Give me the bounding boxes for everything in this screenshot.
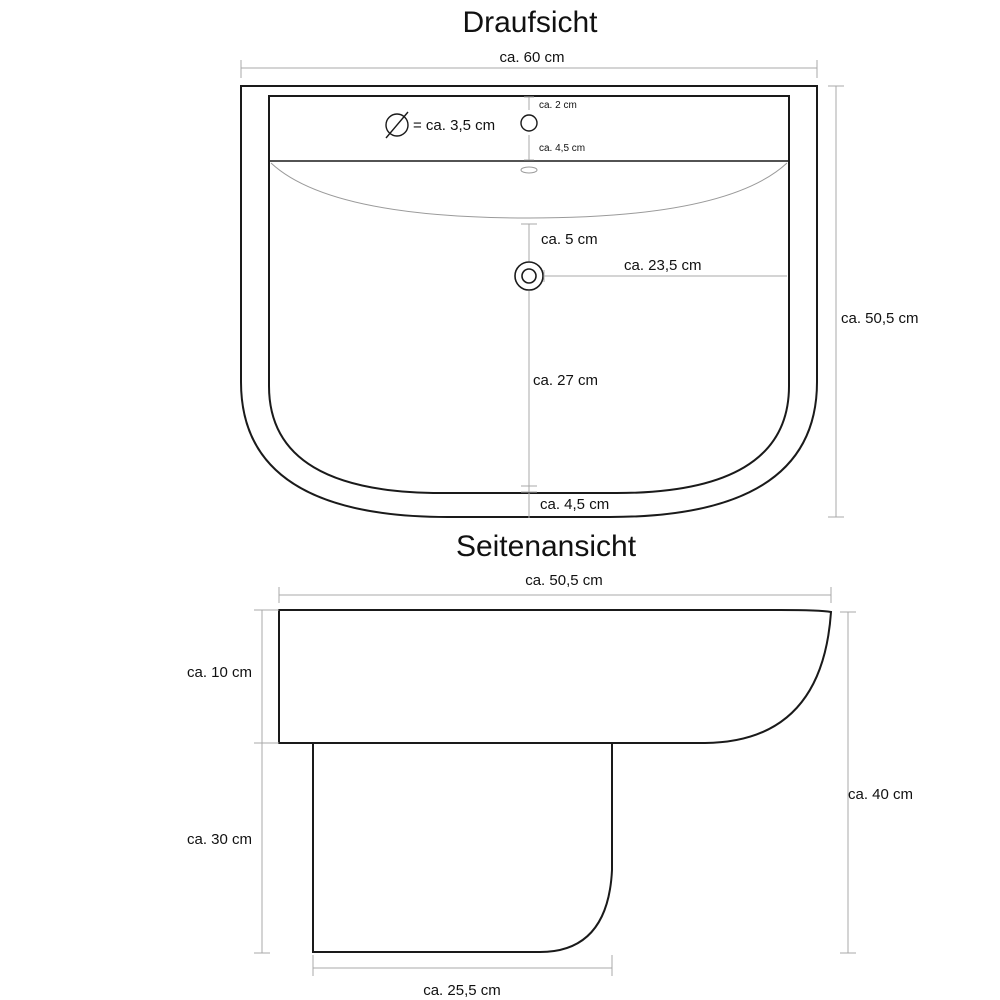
basin-outer-outline — [240, 85, 818, 518]
bowl-back-curve — [270, 162, 788, 219]
top-depth-label: ca. 50,5 cm — [841, 310, 919, 327]
diameter-icon — [385, 111, 409, 139]
drain-to-front-label: ca. 27 cm — [533, 372, 598, 389]
top-depth-dimension — [828, 85, 844, 518]
side-depth-label: ca. 50,5 cm — [525, 572, 603, 589]
pedestal-depth-label: ca. 25,5 cm — [423, 982, 501, 999]
tap-hole-from-back-label: ca. 2 cm — [539, 100, 577, 111]
side-depth-dimension — [278, 587, 832, 603]
basin-inner-rim — [268, 95, 790, 495]
pedestal-height-label: ca. 30 cm — [187, 831, 252, 848]
tap-hole — [520, 114, 538, 132]
top-width-label: ca. 60 cm — [499, 49, 564, 66]
side-total-height-dimension — [840, 611, 856, 954]
drain-from-bowl-edge-label: ca. 5 cm — [541, 231, 598, 248]
top-view-title: Draufsicht — [462, 6, 598, 39]
drain-dimensions — [521, 223, 787, 518]
basin-side-profile — [278, 609, 833, 744]
overflow-hole — [520, 166, 538, 174]
tap-hole-diameter-label: = ca. 3,5 cm — [413, 117, 495, 134]
tap-hole-to-bowl-label: ca. 4,5 cm — [539, 143, 585, 154]
drain-to-side-label: ca. 23,5 cm — [624, 257, 702, 274]
drain — [514, 261, 544, 291]
pedestal-depth-dimension — [312, 955, 613, 976]
tap-hole-dimensions — [524, 96, 534, 161]
side-left-dimensions — [254, 609, 279, 954]
pedestal-side-profile — [312, 743, 613, 953]
front-rim-label: ca. 4,5 cm — [540, 496, 609, 513]
total-height-label: ca. 40 cm — [848, 786, 913, 803]
basin-height-label: ca. 10 cm — [187, 664, 252, 681]
top-width-dimension — [240, 60, 818, 78]
side-view-title: Seitenansicht — [456, 530, 637, 563]
